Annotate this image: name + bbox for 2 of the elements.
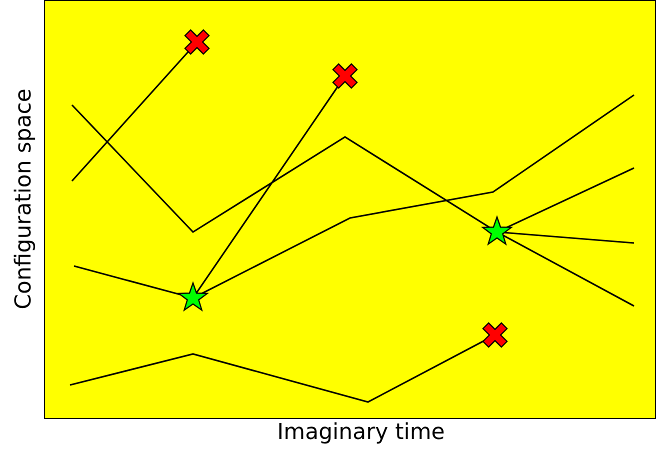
axis-label: Imaginary time (277, 419, 445, 447)
axis-label: Configuration space (13, 88, 35, 310)
